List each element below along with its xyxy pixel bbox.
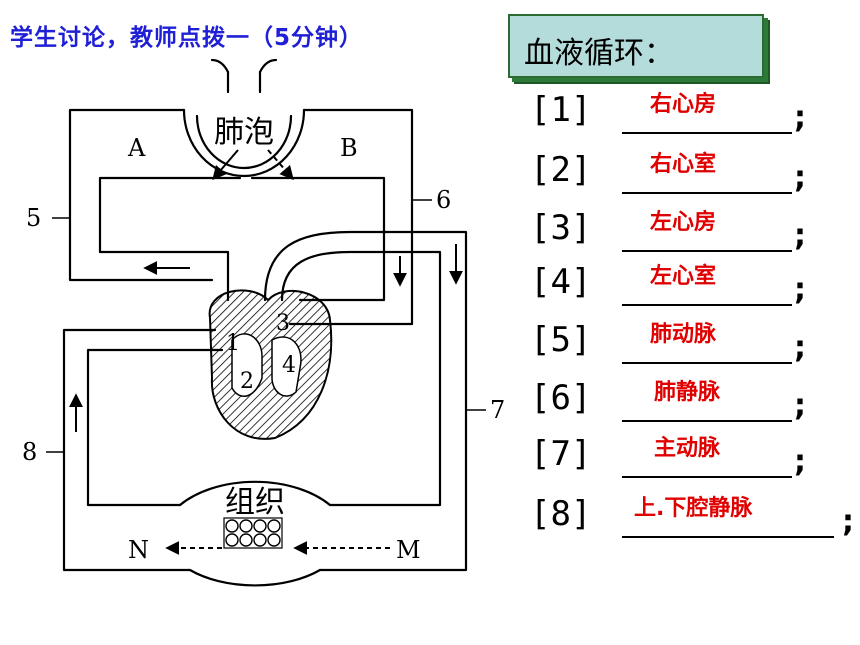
tissue-chamber	[178, 480, 332, 507]
num-2: 2	[240, 369, 254, 394]
answer-underline	[622, 192, 792, 194]
heart-inner	[231, 333, 263, 398]
heart	[208, 289, 333, 440]
answer-text: 左心室	[650, 264, 717, 289]
num-5: 5	[26, 204, 41, 232]
num-6: 6	[436, 186, 451, 214]
answer-index: [5]	[530, 320, 592, 360]
label-a: A	[127, 134, 146, 162]
answer-index: [7]	[530, 434, 592, 474]
answer-text: 上.下腔静脉	[634, 496, 753, 521]
answer-semicolon: ;	[842, 504, 854, 539]
vena-cava-loop	[62, 328, 217, 572]
answer-semicolon: ;	[794, 160, 806, 195]
answer-index: [4]	[530, 262, 592, 302]
alveolus-chamber	[182, 108, 306, 178]
answer-semicolon: ;	[794, 330, 806, 365]
answer-underline	[622, 476, 792, 478]
answer-semicolon: ;	[794, 272, 806, 307]
answer-underline	[622, 362, 792, 364]
title-box: 血液循环：	[508, 14, 764, 78]
answer-index: [1]	[530, 90, 592, 130]
capillary-bundle	[225, 519, 281, 547]
answer-underline	[622, 420, 792, 422]
flow-arrow-alveolus-left	[212, 149, 239, 181]
label-n: N	[128, 536, 149, 564]
num-8: 8	[22, 438, 37, 466]
answer-semicolon: ;	[794, 218, 806, 253]
num-3: 3	[276, 311, 290, 336]
answer-underline	[622, 132, 792, 134]
answer-semicolon: ;	[794, 100, 806, 135]
trachea	[226, 70, 262, 94]
pulmonary-loop-outer	[68, 108, 214, 282]
answer-text: 右心房	[650, 92, 717, 117]
slide-heading: 学生讨论，教师点拨一（5分钟）	[10, 25, 364, 51]
flow-arrow-alveolus-right	[267, 149, 294, 181]
answer-underline	[622, 304, 792, 306]
answer-underline	[622, 250, 792, 252]
title-box-text: 血液循环：	[524, 36, 674, 71]
answer-text: 左心房	[650, 210, 717, 235]
answer-index: [8]	[530, 494, 592, 534]
alveolus-label: 肺泡	[214, 115, 274, 150]
num-4: 4	[282, 353, 296, 378]
num-1: 1	[226, 331, 240, 356]
answer-semicolon: ;	[794, 444, 806, 479]
answer-text: 肺动脉	[650, 322, 717, 347]
label-m: M	[396, 536, 421, 564]
answer-text: 右心室	[650, 152, 717, 177]
answer-text: 肺静脉	[654, 380, 721, 405]
answer-underline	[622, 536, 834, 538]
pulmonary-loop-inner	[98, 176, 242, 302]
alveolus-inner	[195, 114, 293, 170]
answer-index: [6]	[530, 378, 592, 418]
tissue-label: 组织	[225, 485, 285, 520]
answer-text: 主动脉	[654, 436, 721, 461]
answer-index: [2]	[530, 150, 592, 190]
answer-index: [3]	[530, 208, 592, 248]
label-b: B	[340, 134, 358, 162]
num-7: 7	[490, 396, 505, 424]
aorta-arch	[263, 230, 468, 572]
answer-semicolon: ;	[794, 388, 806, 423]
